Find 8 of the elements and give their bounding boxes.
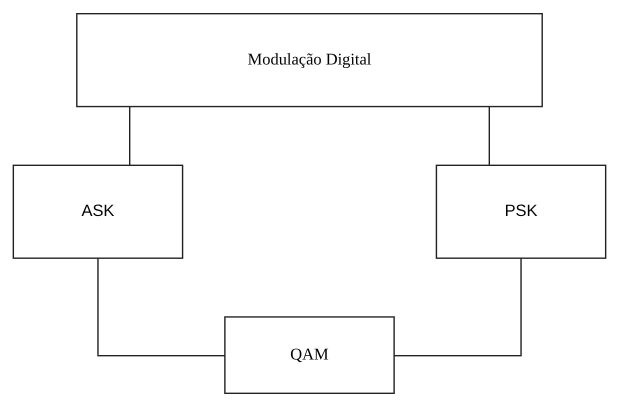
connector [488,106,490,164]
node-box: PSK [436,164,606,258]
node-box: ASK [12,164,184,258]
connector [394,258,522,356]
node-box: Modulação Digital [76,12,543,107]
node-box: QAM [224,316,395,394]
connector [97,258,225,356]
connector [128,106,130,164]
